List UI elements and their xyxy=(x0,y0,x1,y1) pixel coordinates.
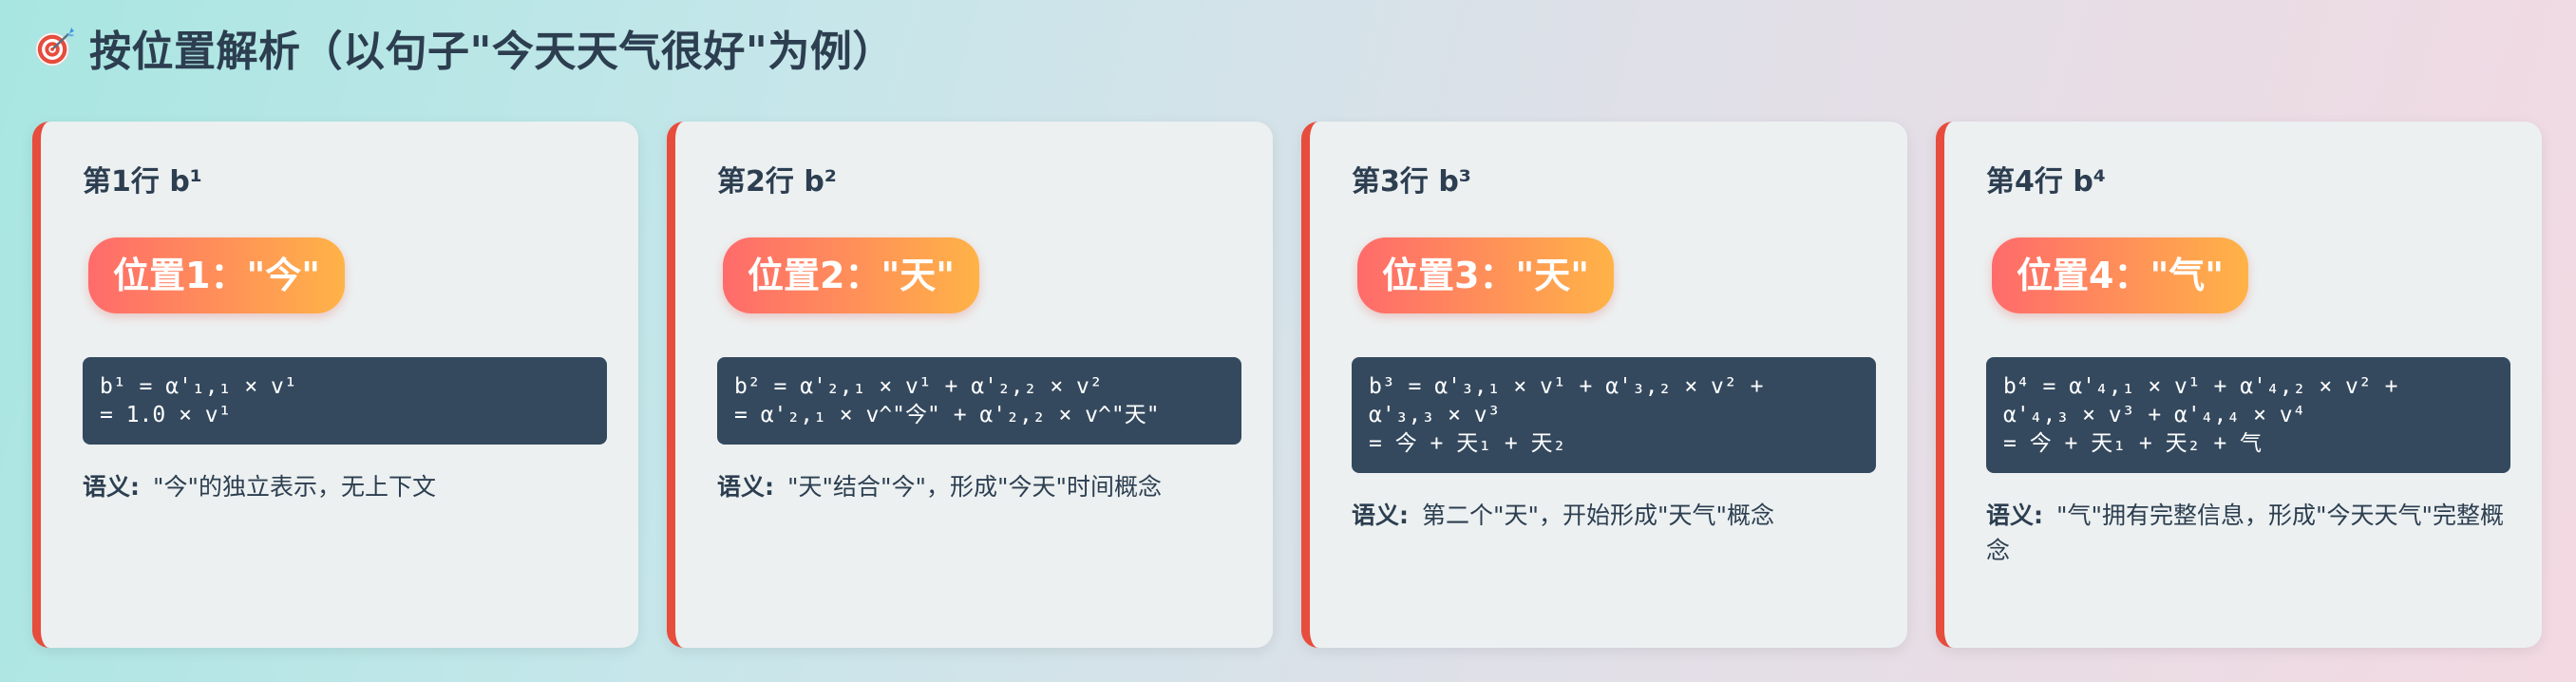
semantic-text: "今"的独立表示，无上下文 xyxy=(153,473,436,501)
formula-line: b¹ = α'₁,₁ × v¹ xyxy=(100,374,297,399)
formula-line: b³ = α'₃,₁ × v¹ + α'₃,₂ × v² + xyxy=(1369,374,1764,399)
card-title: 第1行 b¹ xyxy=(83,165,202,199)
card-title: 第2行 b² xyxy=(717,165,837,199)
semantic-label: 语义: xyxy=(83,473,140,501)
card-row: 第1行 b¹ 位置1："今" b¹ = α'₁,₁ × v¹ = 1.0 × v… xyxy=(32,122,2542,648)
formula-block: b² = α'₂,₁ × v¹ + α'₂,₂ × v² = α'₂,₁ × v… xyxy=(717,357,1241,445)
semantic-label: 语义: xyxy=(717,473,774,501)
card-row-1: 第1行 b¹ 位置1："今" b¹ = α'₁,₁ × v¹ = 1.0 × v… xyxy=(32,122,638,648)
formula-line: b⁴ = α'₄,₁ × v¹ + α'₄,₂ × v² + xyxy=(2003,374,2398,399)
position-badge: 位置4："气" xyxy=(1992,237,2249,313)
semantic-note: 语义: 第二个"天"，开始形成"天气"概念 xyxy=(1352,498,1884,533)
semantic-text: "天"结合"今"，形成"今天"时间概念 xyxy=(787,473,1162,501)
formula-line: α'₃,₃ × v³ xyxy=(1369,403,1501,427)
position-badge: 位置3："天" xyxy=(1357,237,1615,313)
semantic-label: 语义: xyxy=(1352,502,1409,529)
position-badge: 位置1："今" xyxy=(88,237,346,313)
card-row-3: 第3行 b³ 位置3："天" b³ = α'₃,₁ × v¹ + α'₃,₂ ×… xyxy=(1301,122,1907,648)
card-row-4: 第4行 b⁴ 位置4："气" b⁴ = α'₄,₁ × v¹ + α'₄,₂ ×… xyxy=(1936,122,2542,648)
formula-block: b¹ = α'₁,₁ × v¹ = 1.0 × v¹ xyxy=(83,357,607,445)
card-title: 第3行 b³ xyxy=(1352,165,1471,199)
formula-line: = 今 + 天₁ + 天₂ + 气 xyxy=(2003,431,2263,456)
card-row-2: 第2行 b² 位置2："天" b² = α'₂,₁ × v¹ + α'₂,₂ ×… xyxy=(667,122,1273,648)
target-icon xyxy=(35,27,75,66)
formula-block: b⁴ = α'₄,₁ × v¹ + α'₄,₂ × v² + α'₄,₃ × v… xyxy=(1986,357,2510,473)
formula-line: = 1.0 × v¹ xyxy=(100,403,232,427)
position-badge: 位置2："天" xyxy=(723,237,980,313)
page-title: 按位置解析（以句子"今天天气很好"为例） xyxy=(89,28,895,76)
page-header: 按位置解析（以句子"今天天气很好"为例） xyxy=(32,19,895,76)
semantic-text: 第二个"天"，开始形成"天气"概念 xyxy=(1422,502,1774,529)
formula-line: α'₄,₃ × v³ + α'₄,₄ × v⁴ xyxy=(2003,403,2306,427)
semantic-note: 语义:"气"拥有完整信息，形成"今天天气"完整概念 xyxy=(1986,498,2518,568)
semantic-label: 语义: xyxy=(1986,502,2043,529)
formula-line: = 今 + 天₁ + 天₂ xyxy=(1369,431,1566,456)
formula-block: b³ = α'₃,₁ × v¹ + α'₃,₂ × v² + α'₃,₃ × v… xyxy=(1352,357,1876,473)
semantic-text: "气"拥有完整信息，形成"今天天气"完整概念 xyxy=(1986,502,2504,564)
formula-line: b² = α'₂,₁ × v¹ + α'₂,₂ × v² xyxy=(734,374,1103,399)
semantic-note: 语义: "今"的独立表示，无上下文 xyxy=(83,469,615,504)
card-title: 第4行 b⁴ xyxy=(1986,165,2106,199)
semantic-note: 语义: "天"结合"今"，形成"今天"时间概念 xyxy=(717,469,1249,504)
formula-line: = α'₂,₁ × v^"今" + α'₂,₂ × v^"天" xyxy=(734,403,1160,427)
